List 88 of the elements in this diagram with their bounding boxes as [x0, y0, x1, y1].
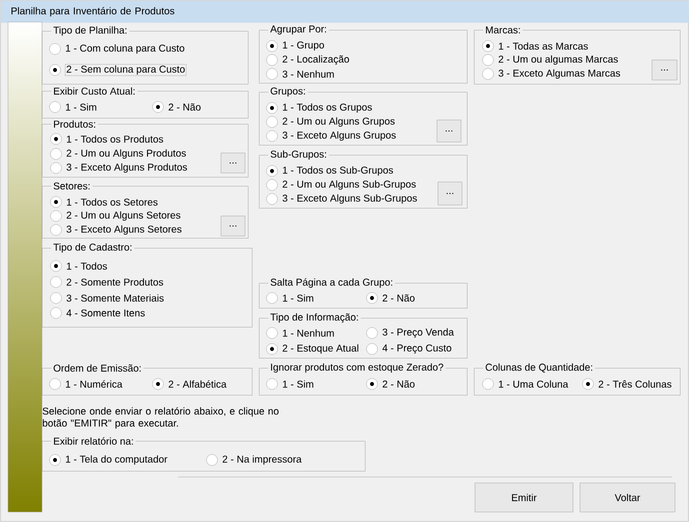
radio-option: 2 - Um ou Alguns Grupos [266, 116, 395, 128]
radio-option: 1 - Grupo [266, 40, 324, 52]
radio-option: 2 - Não [366, 378, 415, 390]
node-label: 1 - Sim [282, 294, 314, 302]
instruction-text: Selecione onde enviar o relatório abaixo, e clique no botão "EMITIR" para executar. [42, 407, 279, 429]
radio-option: 3 - Exceto Algumas Marcas [482, 68, 620, 80]
radio-option: 1 - Numérica [49, 378, 122, 390]
radio-option: 1 - Tela do computador [49, 454, 168, 466]
radio-option: 1 - Uma Coluna [482, 378, 568, 390]
node-label: 2 - Três Colunas [598, 380, 672, 388]
radio-option: 1 - Todos [50, 260, 107, 272]
radio-option: 1 - Todos os Produtos [50, 133, 164, 145]
node-label: 2 - Na impressora [222, 455, 302, 465]
node-label: 1 - Todos [66, 262, 107, 270]
radio-option: 2 - Na impressora [206, 454, 302, 466]
node-label: 2 - Um ou algumas Marcas [498, 55, 618, 65]
radio-option: 1 - Sim [266, 378, 314, 390]
radio-option: 1 - Com coluna para Custo [49, 43, 184, 55]
radio-option: 3 - Somente Materiais [50, 292, 164, 304]
radio-option: 2 - Um ou algumas Marcas [482, 54, 618, 66]
radio-option: 4 - Somente Itens [50, 307, 145, 319]
radio-option: 2 - Não [152, 101, 201, 113]
node-label: 1 - Sim [282, 380, 314, 388]
radio-option: 3 - Preço Venda [366, 327, 454, 339]
node-label: 2 - Localização [282, 55, 350, 65]
node-label: 1 - Todos os Setores [66, 198, 158, 206]
radio-option: 1 - Todos os Setores [50, 196, 158, 208]
radio-option: 1 - Sim [49, 101, 96, 113]
radio-option: 2 - Um ou Alguns Setores [50, 210, 180, 222]
node-label: 2 - Estoque Atual [282, 344, 358, 354]
radio-option: 3 - Nenhum [266, 68, 334, 80]
node-label: 3 - Somente Materiais [66, 294, 164, 302]
node-label: 3 - Nenhum [282, 70, 334, 78]
node-label: 4 - Somente Itens [66, 309, 145, 317]
browse-button: ... [652, 60, 678, 80]
radio-option: 1 - Sim [266, 292, 314, 304]
node-label: 1 - Todas as Marcas [498, 42, 588, 50]
node-label: 3 - Exceto Alguns Sub-Grupos [282, 194, 417, 204]
node-label: 1 - Todos os Grupos [282, 103, 372, 113]
node-label: 2 - Um ou Alguns Produtos [66, 149, 186, 159]
node-label: 2 - Um ou Alguns Setores [66, 211, 180, 221]
radio-option: 3 - Exceto Alguns Grupos [266, 130, 396, 142]
radio-option: 2 - Localização [266, 54, 350, 66]
radio-option: 2 - Alfabética [152, 378, 227, 390]
radio-option: 1 - Todas as Marcas [482, 40, 588, 52]
node-label: 4 - Preço Custo [382, 344, 452, 354]
node-label: 2 - Não [382, 380, 415, 388]
radio-option: 2 - Não [366, 292, 415, 304]
radio-option: 2 - Um ou Alguns Sub-Grupos [266, 179, 416, 191]
node-label: 1 - Tela do computador [66, 455, 168, 465]
node-label: 2 - Não [168, 103, 201, 111]
node-label: 1 - Nenhum [282, 329, 334, 337]
action-button: Emitir [474, 482, 574, 512]
node-label: 3 - Exceto Algumas Marcas [498, 69, 620, 79]
node-label: 1 - Com coluna para Custo [66, 44, 184, 54]
node-label: 1 - Sim [66, 103, 96, 111]
browse-button: ... [436, 120, 462, 142]
node-label: 2 - Um ou Alguns Grupos [282, 117, 395, 127]
radio-option: 1 - Todos os Sub-Grupos [266, 165, 393, 177]
node-label: 1 - Grupo [282, 41, 324, 51]
radio-option: 2 - Estoque Atual [266, 343, 358, 355]
node-label: 1 - Todos os Sub-Grupos [282, 166, 393, 176]
node-label: 3 - Exceto Alguns Produtos [66, 163, 188, 173]
node-label: 3 - Preço Venda [382, 328, 454, 338]
node-label: 1 - Todos os Produtos [66, 135, 164, 143]
node-label: 2 - Alfabética [168, 380, 227, 388]
action-button: Voltar [580, 482, 676, 512]
radio-option: 2 - Um ou Alguns Produtos [50, 148, 186, 160]
radio-option: 1 - Nenhum [266, 327, 334, 339]
node-label: 2 - Um ou Alguns Sub-Grupos [282, 180, 416, 190]
title-bar: Planilha para Inventário de Produtos [0, 0, 689, 23]
browse-button: ... [220, 152, 246, 174]
radio-option: 4 - Preço Custo [366, 343, 452, 355]
radio-option: 2 - Sem coluna para Custo [49, 64, 186, 76]
node-label: 1 - Uma Coluna [498, 380, 568, 388]
radio-option: 2 - Somente Produtos [50, 276, 164, 288]
radio-option: 3 - Exceto Alguns Sub-Grupos [266, 193, 417, 205]
node-label: 3 - Exceto Alguns Setores [66, 225, 182, 235]
node-label: 2 - Somente Produtos [66, 278, 164, 286]
node-label: 3 - Exceto Alguns Grupos [282, 131, 396, 141]
node-label: 2 - Não [382, 294, 415, 302]
radio-option: 3 - Exceto Alguns Setores [50, 224, 182, 236]
radio-option: 2 - Três Colunas [582, 378, 672, 390]
browse-button: ... [220, 216, 246, 236]
radio-option: 3 - Exceto Alguns Produtos [50, 162, 187, 174]
node-label: 1 - Numérica [66, 380, 122, 388]
browse-button: ... [438, 182, 462, 206]
radio-option: 1 - Todos os Grupos [266, 102, 372, 114]
